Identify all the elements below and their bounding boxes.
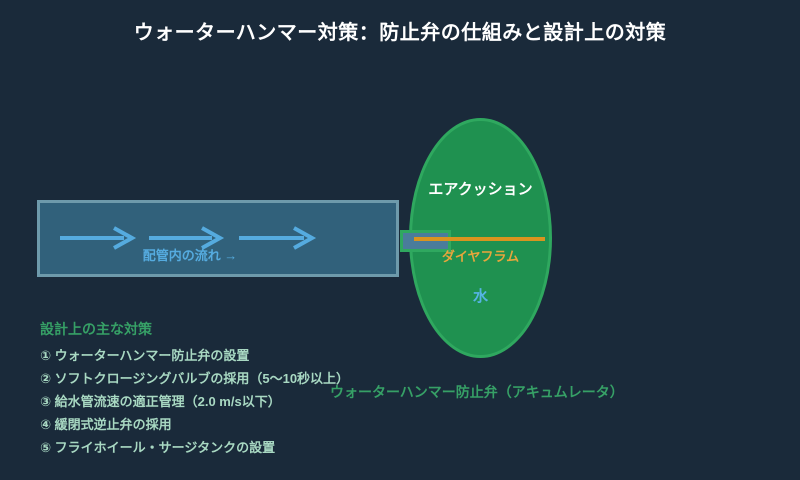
water-label: 水 xyxy=(472,288,488,305)
list-item: ② ソフトクロージングバルブの採用（5〜10秒以上） xyxy=(40,371,350,386)
design-measures-list: 設計上の主な対策 ① ウォーターハンマー防止弁の設置 ② ソフトクロージングバル… xyxy=(40,321,349,459)
flow-arrows-icon xyxy=(60,226,317,250)
page-title: ウォーターハンマー対策：防止弁の仕組みと設計上の対策 xyxy=(133,22,667,44)
accumulator-caption: ウォーターハンマー防止弁（アキュムレータ） xyxy=(330,384,624,400)
flow-arrow-icon xyxy=(239,226,317,250)
pipe-connector xyxy=(400,230,451,252)
diaphragm-line xyxy=(414,237,545,241)
list-item: ③ 給水管流速の適正管理（2.0 m/s以下） xyxy=(40,394,281,409)
diaphragm-label: ダイヤフラム xyxy=(441,249,520,264)
design-measures-heading: 設計上の主な対策 xyxy=(40,321,152,337)
flow-arrow-icon xyxy=(60,226,137,250)
list-item: ① ウォーターハンマー防止弁の設置 xyxy=(40,348,250,363)
pipe-flow-label: 配管内の流れ → xyxy=(142,248,238,263)
flow-arrow-icon xyxy=(149,226,225,250)
list-item: ④ 緩閉式逆止弁の採用 xyxy=(40,417,172,432)
air-cushion-label: エアクッション xyxy=(428,181,533,198)
pipe: 配管内の流れ → xyxy=(37,200,399,277)
list-item: ⑤ フライホイール・サージタンクの設置 xyxy=(40,440,276,455)
